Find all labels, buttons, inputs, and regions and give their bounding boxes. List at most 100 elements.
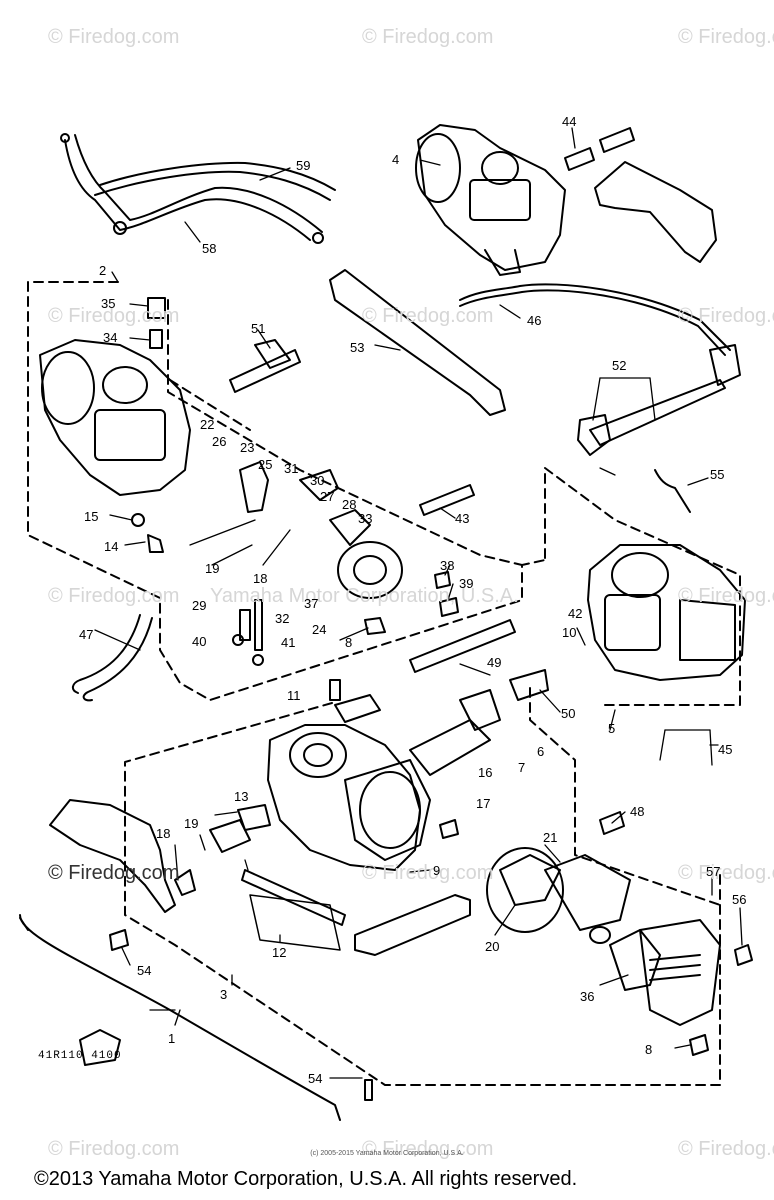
carburetor-5 [587, 469, 746, 681]
callout-55: 55 [710, 467, 725, 482]
callout-41: 41 [281, 635, 296, 650]
fine-print: (c) 2005-2015 Yamaha Motor Corporation, … [310, 1150, 464, 1157]
callout-36: 36 [580, 989, 595, 1004]
callout-45: 45 [718, 742, 733, 757]
watermark: © Firedog.com [362, 862, 494, 884]
callout-13: 13 [234, 789, 249, 804]
callout-49: 49 [487, 655, 502, 670]
callout-15: 15 [84, 509, 99, 524]
callout-7: 7 [518, 760, 526, 775]
small-parts-cluster [131, 461, 475, 666]
callout-31: 31 [284, 461, 299, 476]
callout-4: 4 [392, 152, 400, 167]
callout-39: 39 [459, 576, 474, 591]
callout-33: 33 [358, 511, 373, 526]
callout-21: 21 [543, 830, 558, 845]
carburetor-3 [267, 669, 549, 871]
callout-43: 43 [455, 511, 470, 526]
callout-46: 46 [527, 313, 542, 328]
callout-19: 19 [205, 561, 220, 576]
callout-57: 57 [706, 864, 721, 879]
plate-9 [354, 894, 471, 956]
callout-6: 6 [537, 744, 545, 759]
watermark: © Firedog.com [48, 585, 180, 607]
carburetor-2 [39, 297, 191, 496]
callout-5: 5 [608, 721, 616, 736]
callout-3: 3 [220, 987, 228, 1002]
watermark: © Firedog.com [678, 305, 774, 327]
watermark-secondary: Yamaha Motor Corporation, U.S.A. [210, 585, 519, 607]
callout-8: 8 [645, 1042, 653, 1057]
callout-42: 42 [568, 606, 583, 621]
screws [109, 811, 753, 1101]
diagram-code: 41R110 4100 [38, 1050, 122, 1062]
callout-17: 17 [476, 796, 491, 811]
callout-18: 18 [156, 826, 171, 841]
callout-30: 30 [310, 473, 325, 488]
callout-25: 25 [258, 457, 273, 472]
callout-52: 52 [612, 358, 627, 373]
watermark: © Firedog.com [678, 1138, 774, 1160]
callout-40: 40 [192, 634, 207, 649]
base-outline-1 [19, 914, 341, 1121]
watermark: © Firedog.com [48, 305, 180, 327]
callout-2: 2 [99, 263, 107, 278]
callout-18: 18 [253, 571, 268, 586]
assembly-boundaries [27, 281, 741, 1086]
copyright-notice: ©2013 Yamaha Motor Corporation, U.S.A. A… [34, 1168, 578, 1190]
callout-53: 53 [350, 340, 365, 355]
callout-26: 26 [212, 434, 227, 449]
callout-8: 8 [345, 635, 353, 650]
callout-27: 27 [320, 489, 335, 504]
callout-51: 51 [251, 321, 266, 336]
callout-48: 48 [630, 804, 645, 819]
callout-9: 9 [433, 863, 441, 878]
callout-38: 38 [440, 558, 455, 573]
callout-56: 56 [732, 892, 747, 907]
carburetor-4 [415, 124, 731, 356]
callout-29: 29 [192, 598, 207, 613]
callout-32: 32 [275, 611, 290, 626]
callout-10: 10 [562, 625, 577, 640]
callout-16: 16 [478, 765, 493, 780]
pipe-49 [409, 619, 516, 673]
callout-28: 28 [342, 497, 357, 512]
rod-53 [329, 269, 506, 416]
callout-22: 22 [200, 417, 215, 432]
leader-lines [94, 127, 743, 1079]
watermark: © Firedog.com [678, 862, 774, 884]
callout-1: 1 [168, 1031, 176, 1046]
callout-50: 50 [561, 706, 576, 721]
callout-47: 47 [79, 627, 94, 642]
watermark-dark: © Firedog.com [48, 862, 180, 884]
callout-44: 44 [562, 114, 577, 129]
callout-34: 34 [103, 330, 118, 345]
hose-58-59 [60, 133, 336, 244]
t-joint-51 [229, 339, 301, 393]
needle-assembly-12 [209, 804, 346, 951]
callout-12: 12 [272, 945, 287, 960]
callout-23: 23 [240, 440, 255, 455]
hose-47 [72, 614, 153, 702]
watermark: © Firedog.com [362, 1138, 494, 1160]
watermark: © Firedog.com [48, 26, 180, 48]
callout-58: 58 [202, 241, 217, 256]
bracket-upper-right [594, 161, 717, 263]
callout-20: 20 [485, 939, 500, 954]
tube-44 [564, 127, 635, 171]
watermark: © Firedog.com [678, 26, 774, 48]
diaphragm-assembly [486, 847, 721, 1026]
callout-11: 11 [287, 688, 301, 703]
watermark: © Firedog.com [362, 26, 494, 48]
callout-59: 59 [296, 158, 311, 173]
bracket-lower-left [49, 799, 196, 913]
watermark: © Firedog.com [362, 305, 494, 327]
callout-35: 35 [101, 296, 116, 311]
callout-19: 19 [184, 816, 199, 831]
callout-54: 54 [308, 1071, 323, 1086]
callout-37: 37 [304, 596, 319, 611]
shaft-52 [577, 344, 741, 456]
callout-54: 54 [137, 963, 152, 978]
callout-24: 24 [312, 622, 327, 637]
